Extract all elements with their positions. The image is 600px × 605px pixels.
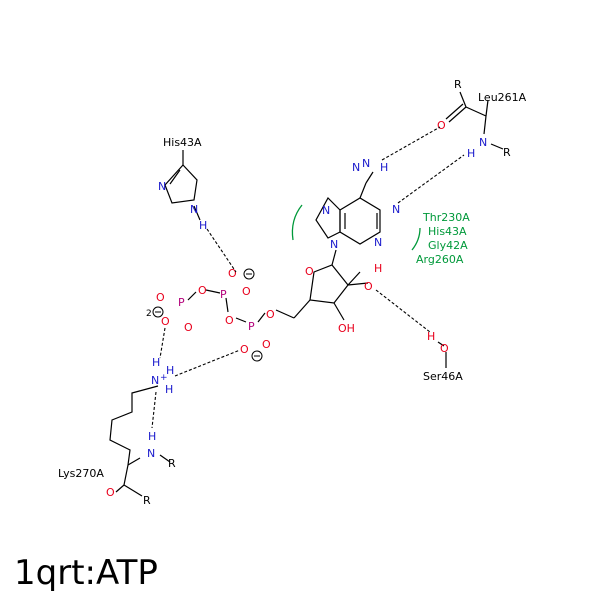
diagram-title: 1qrt:ATP — [14, 553, 158, 593]
his-h-label: H — [199, 219, 207, 232]
leu-o-label: O — [437, 119, 446, 132]
lys-o-label: O — [106, 486, 115, 499]
hbond-pgamma-lys — [159, 327, 166, 359]
minus-charge-icon — [243, 268, 255, 280]
ribose-o3-label: O — [364, 280, 373, 293]
leu-n-r-label: R — [503, 146, 511, 159]
lys-h2-label: H — [166, 364, 174, 377]
lys270a-label: Lys270A — [58, 467, 104, 480]
contact-his43a: His43A — [428, 225, 467, 238]
adenine-ring: N N H N N N N — [315, 157, 400, 266]
hbond-his-pbeta — [206, 228, 237, 273]
hbond-amine-leu-o — [381, 126, 441, 161]
residue-lys270a: N + H H H H N R Lys270A O R — [58, 356, 176, 507]
his43a-label: His43A — [163, 136, 202, 149]
contact-gly42a: Gly42A — [428, 239, 468, 252]
his-n1-label: N — [158, 180, 166, 193]
contact-thr230a: Thr230A — [422, 211, 470, 224]
triphosphate-chain: P O O O P O O O P O O O 2 — [146, 267, 271, 362]
lys-plus-label: + — [160, 373, 168, 383]
hbond-lys-bb — [151, 391, 157, 429]
hbond-o3-ser — [375, 289, 431, 333]
contact-arg260a: Arg260A — [416, 253, 464, 266]
minus-charge-icon — [152, 306, 164, 318]
p-alpha-label: P — [248, 320, 255, 333]
p-gamma-o1-label: O — [156, 291, 165, 304]
p-gamma-o3-label: O — [161, 315, 170, 328]
p-alpha-o1-label: O — [262, 338, 271, 351]
contact-arc-left — [291, 204, 303, 241]
ser-o-label: O — [440, 342, 449, 355]
lys-n-r-label: R — [168, 457, 176, 470]
leu-n-label: N — [479, 136, 487, 149]
adenine-n7-label: N — [322, 204, 330, 217]
p-alpha-o2-label: O — [240, 343, 249, 356]
charge-2-label: 2 — [146, 309, 152, 319]
p-beta-o1-label: O — [228, 267, 237, 280]
residue-ser46a: H O Ser46A — [423, 330, 463, 383]
adenine-n9-label: N — [330, 238, 338, 251]
leu-r-label: R — [454, 78, 462, 91]
lys-h3-label: H — [165, 383, 173, 396]
residue-his43a: His43A N N H — [158, 136, 207, 232]
adenine-n3-label: N — [374, 236, 382, 249]
p-beta-o2-label: O — [242, 285, 251, 298]
lys-c-r-label: R — [143, 494, 151, 507]
contact-residues: Thr230A His43A Gly42A Arg260A — [416, 211, 470, 266]
p-beta-label: P — [220, 288, 227, 301]
ribose-h3-label: H — [374, 262, 382, 275]
p-gamma-label: P — [178, 296, 185, 309]
bridge-o2-label: O — [198, 284, 207, 297]
amine-n-label: N — [352, 161, 360, 174]
bridge-o1-label: O — [225, 314, 234, 327]
minus-charge-icon — [251, 350, 263, 362]
residue-leu261a: R Leu261A O N H R — [437, 78, 527, 160]
his-n2-label: N — [190, 203, 198, 216]
amine-h2-label: H — [380, 161, 388, 174]
hbond-n1-leu-h — [397, 154, 465, 204]
lys-nz-label: N — [151, 374, 159, 387]
adenine-n1-label: N — [392, 203, 400, 216]
hydrogen-bonds — [151, 126, 465, 429]
ribose-o5-label: O — [266, 308, 275, 321]
leu261a-label: Leu261A — [478, 91, 527, 104]
ribose-o-label: O — [305, 265, 314, 278]
p-gamma-o2-label: O — [184, 321, 193, 334]
lys-bb-n-label: N — [147, 447, 155, 460]
contact-arc-right — [411, 227, 421, 251]
lys-h1-label: H — [152, 356, 160, 369]
ribose-oh-label: OH — [338, 322, 355, 335]
ser-h-label: H — [427, 330, 435, 343]
amine-n-sub: N — [362, 157, 370, 170]
hbond-palpha-lys — [174, 349, 241, 377]
lys-bb-h-label: H — [148, 430, 156, 443]
ser46a-label: Ser46A — [423, 370, 463, 383]
leu-h-label: H — [467, 147, 475, 160]
ribose-ring: O O H OH O — [266, 262, 382, 335]
